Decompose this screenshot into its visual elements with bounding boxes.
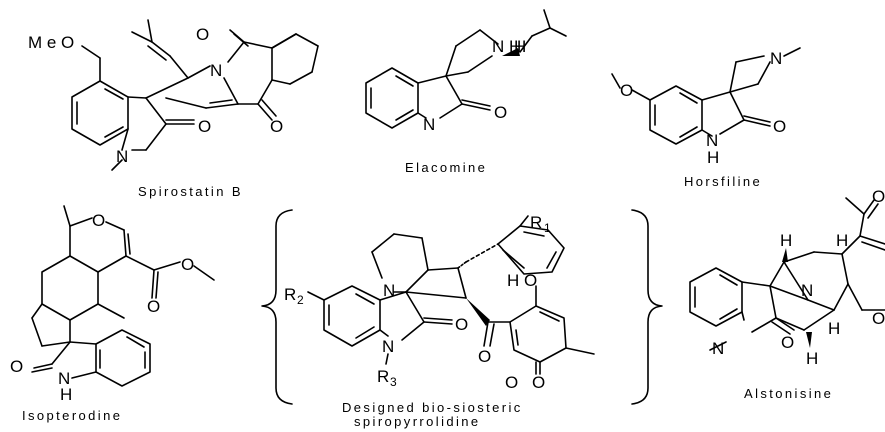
designed-r1-label: R	[530, 213, 542, 232]
alstonisine-name-label: Alstonisine	[744, 386, 833, 401]
designed-r2-subscript: 2	[297, 293, 304, 307]
alstonisine-o-ring-label: O	[872, 309, 885, 328]
designed-o-ketone-label: O	[478, 347, 491, 366]
alstonisine-o-acetyl-label: O	[872, 187, 885, 206]
alstonisine-h4-label: H	[806, 349, 818, 368]
alstonisine-n-bridge-label: N	[801, 281, 813, 300]
spirostatin-o1-label: O	[196, 25, 209, 44]
designed-o-lactone1-label: O	[505, 373, 518, 392]
alstonisine-o-label: O	[781, 333, 794, 352]
left-brace	[261, 209, 293, 405]
alstonisine-n-indole-label: N	[712, 339, 724, 358]
isopterodine-o-ester1-label: O	[147, 297, 160, 316]
isopterodine-o-ester2-label: O	[181, 255, 194, 274]
designed-r3-subscript: 3	[390, 375, 397, 389]
horsfiline-name-label: Horsfiline	[684, 174, 762, 189]
right-brace	[631, 209, 663, 405]
elacomine-structure: N H H N O Elacomine	[365, 9, 567, 175]
designed-n-pyrrolidine-label: N	[383, 281, 395, 300]
alstonisine-h3-label: H	[828, 319, 840, 338]
spirostatin-n-methyl-label: N	[116, 147, 128, 166]
isopterodine-n-label: N	[58, 369, 70, 388]
isopterodine-structure: O O O O N H Isopterodine	[10, 205, 215, 423]
designed-r2-label: R	[284, 285, 296, 304]
designed-o-lactone2-label: O	[532, 373, 545, 392]
alstonisine-h2-label: H	[836, 231, 848, 250]
isopterodine-name-label: Isopterodine	[22, 408, 122, 423]
designed-r1-subscript: 1	[544, 221, 551, 235]
elacomine-o-label: O	[494, 103, 507, 122]
horsfiline-structure: O N O N H Horsfiline	[611, 47, 801, 189]
elacomine-h-label: H	[514, 37, 526, 56]
designed-r3-label: R	[377, 367, 389, 386]
spirostatin-meo-label: M e O	[28, 33, 74, 52]
elacomine-name-label: Elacomine	[405, 160, 487, 175]
spirostatin-o3-label: O	[198, 117, 211, 136]
designed-name-line2: spiropyrrolidine	[354, 414, 481, 429]
alstonisine-h1-label: H	[780, 231, 792, 250]
alstonisine-structure: N O N H H H H O O Alstonisine	[689, 187, 885, 401]
designed-spiropyrrolidine-structure: R 1 R 2 N N R 3 O H O O O O Designed bio…	[284, 213, 595, 429]
horsfiline-h-label: H	[707, 148, 719, 167]
horsfiline-o-methoxy-label: O	[620, 81, 633, 100]
horsfiline-o-label: O	[773, 117, 786, 136]
designed-name-line1: Designed bio-siosteric	[342, 400, 523, 415]
horsfiline-n-amide-label: N	[706, 131, 718, 150]
spirostatin-n-label: N	[210, 61, 222, 80]
designed-ho-label: H O	[507, 271, 537, 290]
spirostatin-o2-label: O	[270, 117, 283, 136]
elacomine-n-label: N	[423, 115, 435, 134]
isopterodine-h-label: H	[60, 385, 72, 404]
spirostatin-b-structure: M e O N O O O N Spirostatin B	[28, 19, 319, 199]
elacomine-nh-label: N H	[492, 37, 521, 56]
horsfiline-n-label: N	[770, 49, 782, 68]
designed-n-amide-label: N	[382, 337, 394, 356]
isopterodine-o-amide-label: O	[10, 357, 23, 376]
isopterodine-o-ring-label: O	[92, 211, 105, 230]
designed-o-amide-label: O	[455, 315, 468, 334]
spirostatin-name-label: Spirostatin B	[138, 184, 243, 199]
